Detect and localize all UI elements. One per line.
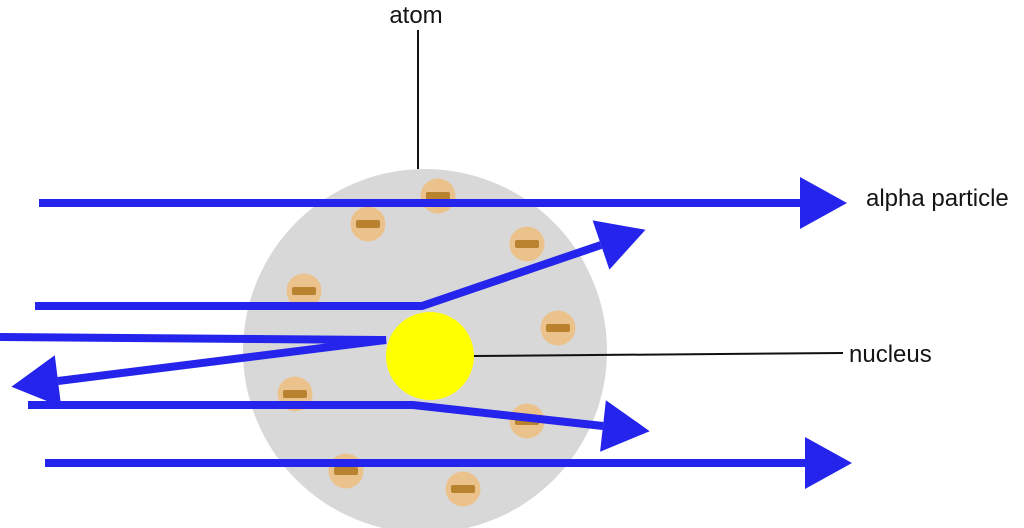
electron [420, 178, 456, 214]
nucleus-circle [386, 312, 474, 400]
electron [286, 273, 322, 309]
electron [328, 453, 364, 489]
alpha-ray-straight-bottom [45, 437, 852, 489]
electron-minus-icon [451, 485, 475, 493]
electron [540, 310, 576, 346]
nucleus-label: nucleus [849, 341, 932, 368]
alpha-ray-arrowhead-icon [805, 437, 852, 489]
alpha-ray-backscattered [0, 333, 387, 407]
alpha-rays-layer [0, 177, 852, 489]
alpha-ray-arrowhead-icon [592, 220, 646, 270]
electron [509, 226, 545, 262]
electron-minus-icon [334, 467, 358, 475]
electron-minus-icon [515, 240, 539, 248]
nucleus-pointer-line [473, 352, 844, 357]
alpha-ray-straight-top [39, 177, 847, 229]
alpha-particle-label: alpha particle [866, 185, 1009, 212]
electron [350, 206, 386, 242]
pointer-lines-layer [417, 30, 844, 357]
alpha-ray-deflected-up [35, 220, 646, 310]
alpha-ray-line [35, 241, 603, 310]
electron-minus-icon [426, 192, 450, 200]
nucleus-layer [386, 312, 474, 400]
alpha-ray-deflected-down [28, 400, 650, 452]
electron-minus-icon [546, 324, 570, 332]
atom-label: atom [389, 2, 442, 29]
alpha-ray-arrowhead-icon [600, 400, 650, 452]
electron-minus-icon [292, 287, 316, 295]
alpha-ray-arrowhead-icon [800, 177, 847, 229]
electron [445, 471, 481, 507]
electron-minus-icon [356, 220, 380, 228]
alpha-ray-arrowhead-icon [11, 355, 62, 407]
electron-minus-icon [283, 390, 307, 398]
alpha-ray-line [28, 401, 604, 430]
alpha-ray-line [0, 333, 387, 385]
